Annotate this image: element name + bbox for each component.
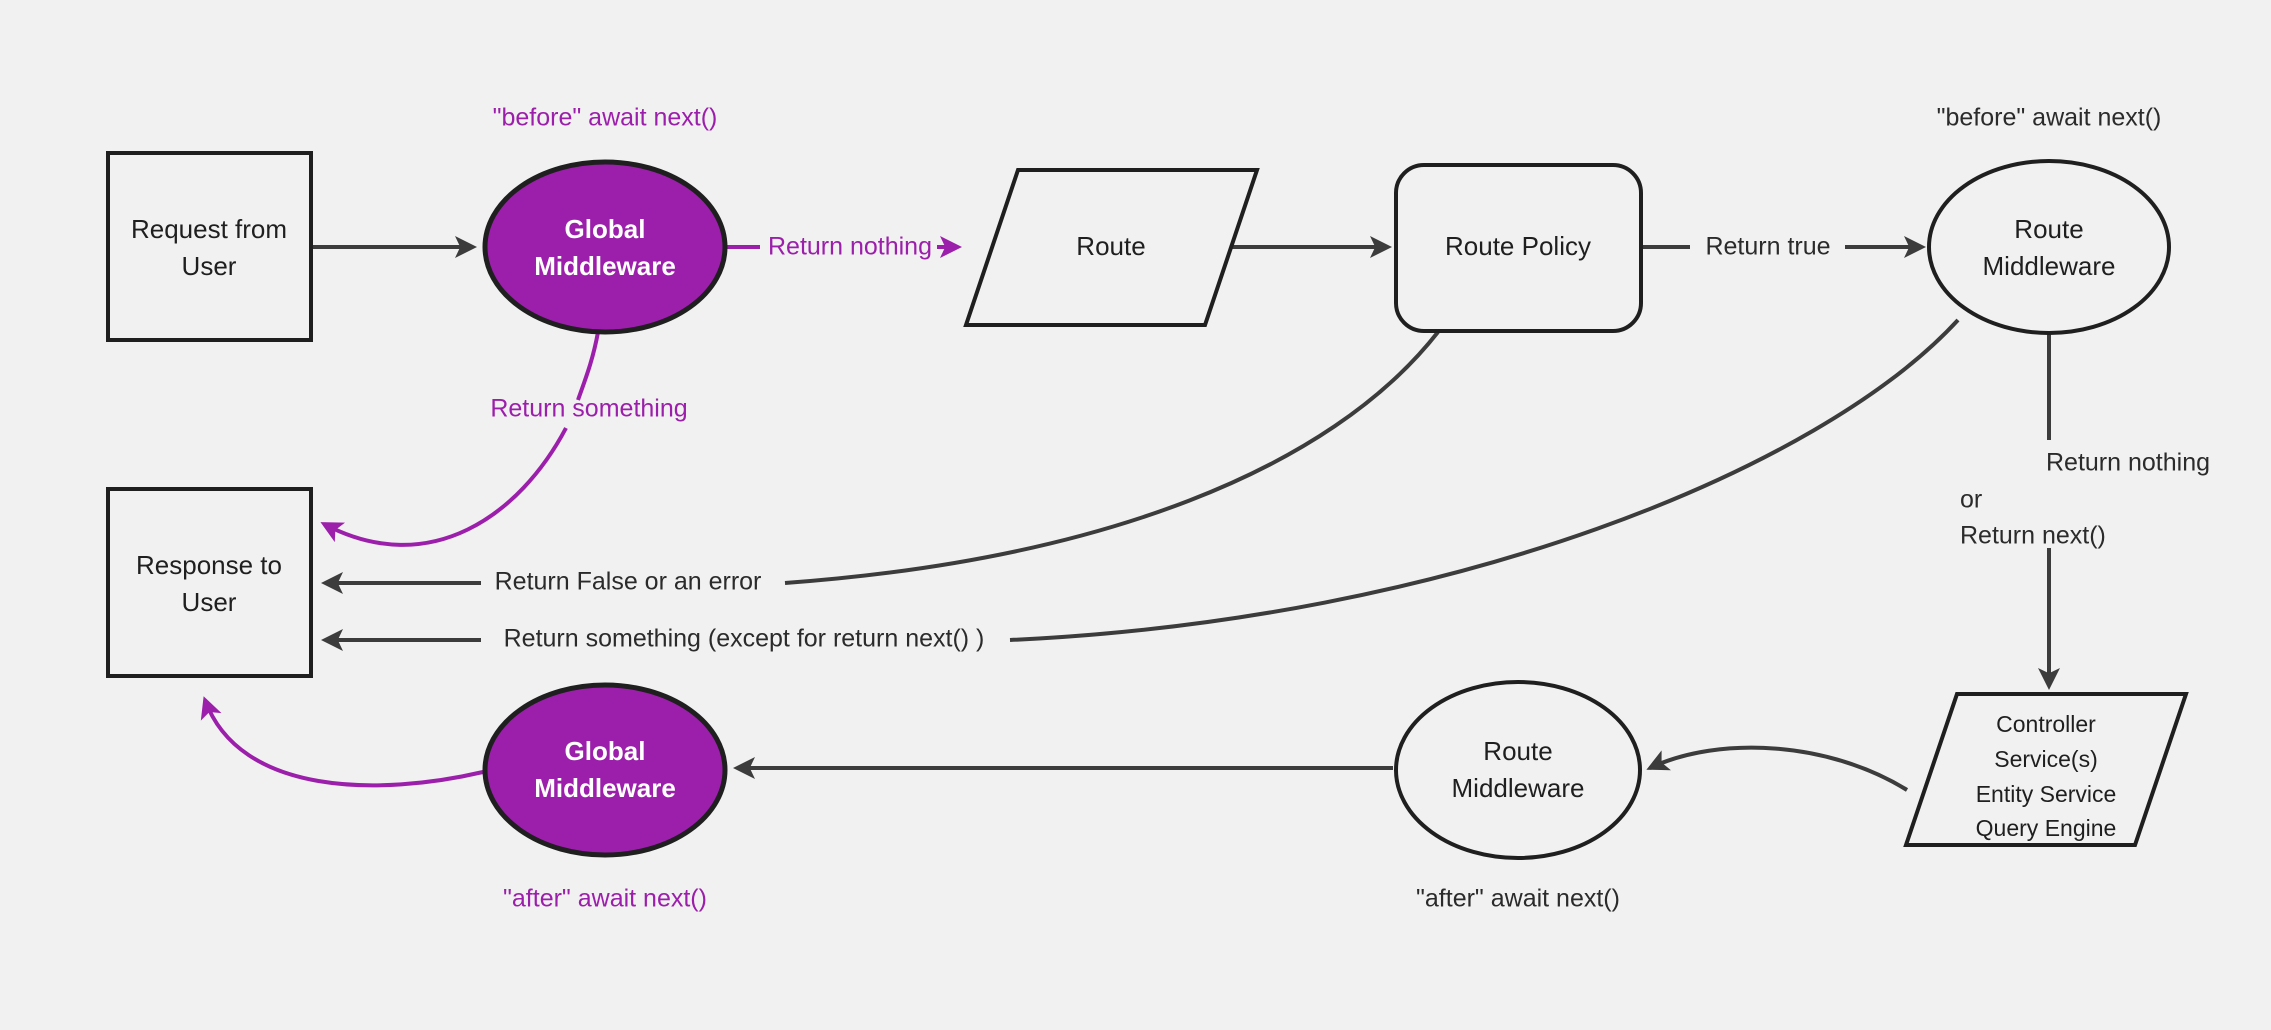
- node-request-from-user[interactable]: Request from User: [106, 151, 313, 342]
- edge-label-return-nothing-or-3: Return next(): [1960, 522, 2106, 550]
- controller-line3: Entity Service: [1976, 781, 2117, 807]
- edge-global-middleware-before-to-response-a: [576, 331, 600, 401]
- annotation-before-await-next-global: "before" await next(): [493, 104, 718, 132]
- edge-global-middleware-before-to-response-b: [320, 427, 568, 547]
- edge-label-return-true: Return true: [1705, 233, 1830, 261]
- node-response-to-user[interactable]: Response to User: [106, 487, 313, 678]
- route-middleware-before-line2: Middleware: [1983, 251, 2116, 281]
- edge-label-return-nothing: Return nothing: [768, 233, 932, 261]
- controller-line4: Query Engine: [1976, 815, 2117, 841]
- edge-label-return-nothing-or-1: Return nothing: [2046, 449, 2210, 477]
- node-global-middleware-after[interactable]: Global Middleware: [482, 682, 728, 858]
- global-middleware-after-line1: Global: [565, 736, 646, 766]
- node-global-middleware-before[interactable]: Global Middleware: [482, 159, 728, 335]
- edge-controller-to-route-middleware-after: [1646, 745, 1909, 792]
- annotation-after-await-next-global: "after" await next(): [503, 885, 707, 913]
- node-route-policy[interactable]: Route Policy: [1394, 163, 1643, 333]
- request-from-user-line2: User: [182, 251, 237, 281]
- global-middleware-before-line2: Middleware: [534, 251, 676, 281]
- node-route[interactable]: Route: [963, 168, 1260, 327]
- route-middleware-after-line1: Route: [1483, 736, 1552, 766]
- route-middleware-after-line2: Middleware: [1452, 773, 1585, 803]
- edge-route-policy-to-response-a: [784, 330, 1440, 585]
- route-label: Route: [1076, 231, 1145, 261]
- response-to-user-line1: Response to: [136, 550, 282, 580]
- global-middleware-before-line1: Global: [565, 214, 646, 244]
- route-middleware-before-line1: Route: [2014, 214, 2083, 244]
- edge-label-return-something-global: Return something: [490, 395, 687, 423]
- node-route-middleware-after[interactable]: Route Middleware: [1394, 680, 1642, 860]
- annotation-before-await-next-route: "before" await next(): [1937, 104, 2162, 132]
- edge-global-middleware-after-to-response: [200, 696, 484, 788]
- controller-line1: Controller: [1996, 711, 2096, 737]
- edge-label-return-nothing-or-2: or: [1960, 486, 1982, 514]
- request-from-user-line1: Request from: [131, 214, 287, 244]
- global-middleware-after-line2: Middleware: [534, 773, 676, 803]
- route-policy-label: Route Policy: [1445, 231, 1591, 261]
- controller-line2: Service(s): [1994, 746, 2098, 772]
- edge-label-return-false-or-error: Return False or an error: [495, 568, 762, 596]
- annotation-after-await-next-route: "after" await next(): [1416, 885, 1620, 913]
- node-controller-services[interactable]: Controller Service(s) Entity Service Que…: [1903, 692, 2189, 847]
- node-route-middleware-before[interactable]: Route Middleware: [1927, 159, 2171, 335]
- edge-label-return-something-except-next: Return something (except for return next…: [504, 625, 985, 653]
- response-to-user-line2: User: [182, 587, 237, 617]
- edge-route-middleware-to-response-a: [1009, 318, 1960, 642]
